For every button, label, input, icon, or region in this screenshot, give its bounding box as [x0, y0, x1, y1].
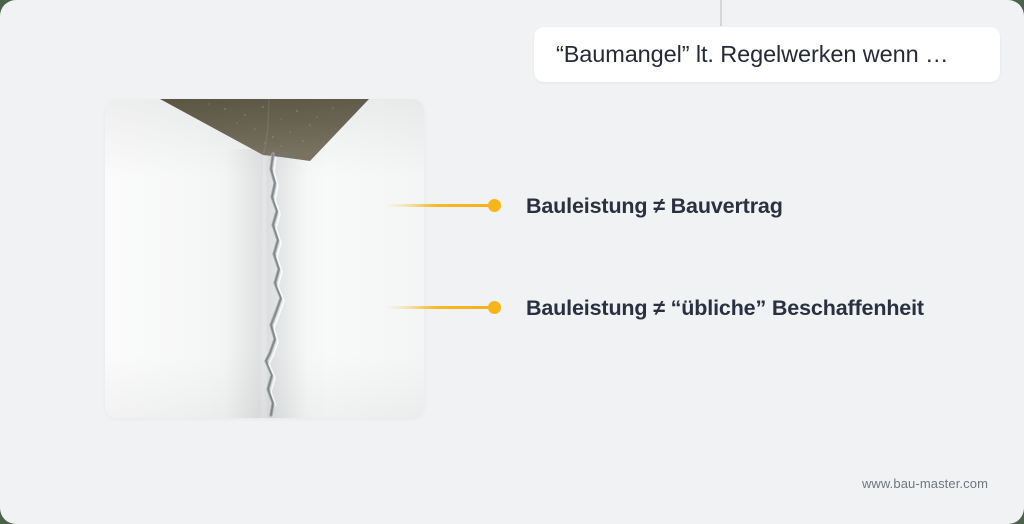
connector-line-1	[385, 204, 493, 207]
connector-dot-2	[488, 301, 501, 314]
page-title: “Baumangel” lt. Regelwerken wenn …	[556, 41, 949, 67]
footer-url: www.bau-master.com	[861, 476, 988, 491]
connector-line-2	[385, 306, 493, 309]
crack-photo-graphic	[105, 99, 424, 418]
bullet-label-2: Bauleistung ≠ “übliche” Beschaffenheit	[526, 296, 924, 320]
title-connector-stub	[720, 0, 722, 26]
crack-photo	[105, 99, 424, 418]
title-card: “Baumangel” lt. Regelwerken wenn …	[534, 27, 1000, 82]
connector-dot-1	[488, 199, 501, 212]
bullet-label-1: Bauleistung ≠ Bauvertrag	[526, 194, 783, 218]
